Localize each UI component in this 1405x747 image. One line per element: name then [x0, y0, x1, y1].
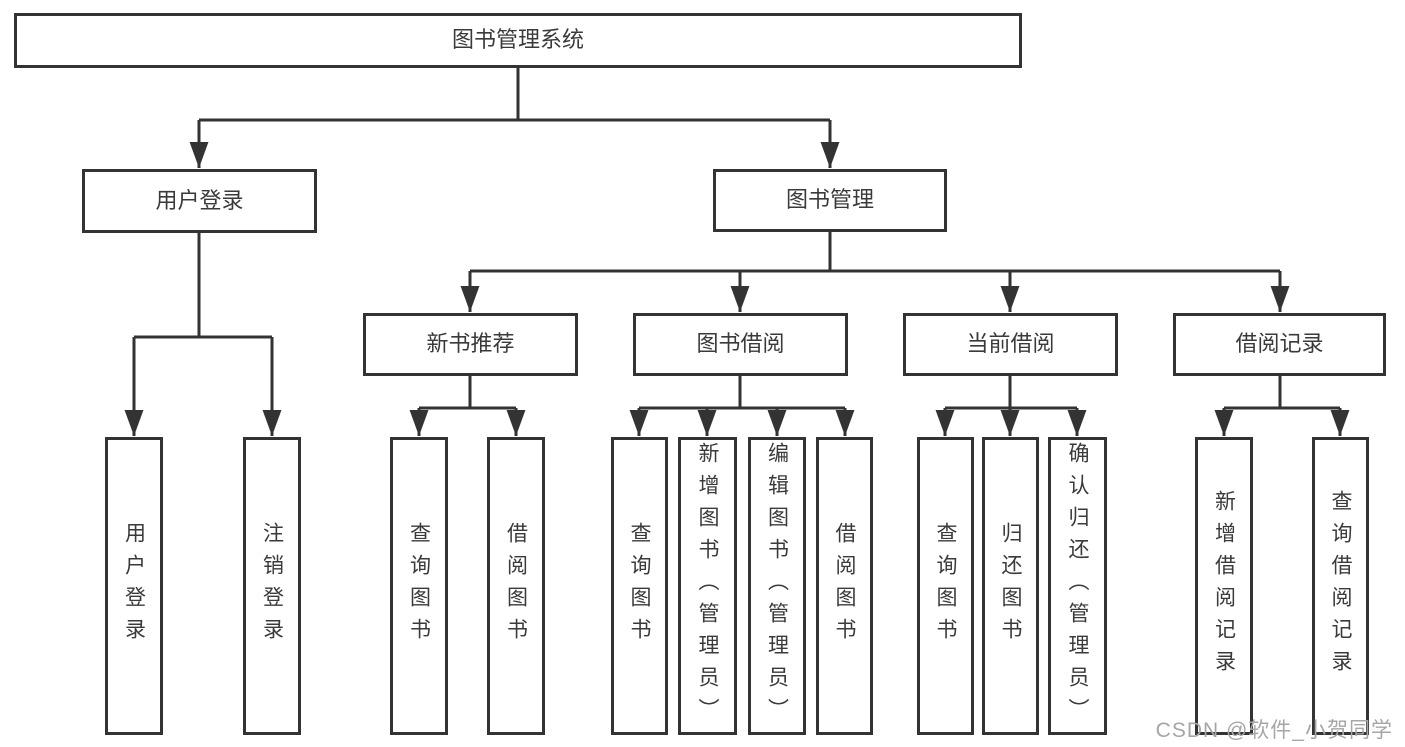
connector-book-management-to-sections	[460, 232, 1290, 312]
node-label: 查询图书	[628, 522, 651, 650]
node-label: 新增借阅记录	[1212, 490, 1236, 682]
node-current-borrow: 当前借阅	[903, 313, 1118, 376]
node-confirm-return-admin-leaf: 确认归还（管理员）	[1048, 437, 1107, 735]
node-search-books-leaf: 查询图书	[390, 437, 448, 735]
node-book-management-branch: 图书管理	[713, 169, 947, 232]
node-label: 借阅图书	[833, 522, 856, 650]
node-label: 查询图书	[407, 522, 431, 650]
connector-user-login-to-leaves	[124, 233, 282, 436]
node-search-books-leaf: 查询图书	[917, 437, 974, 735]
node-label: 新书推荐	[426, 331, 515, 357]
node-book-borrow: 图书借阅	[633, 313, 848, 376]
node-add-borrow-record-leaf: 新增借阅记录	[1195, 437, 1253, 735]
node-new-book-recommend: 新书推荐	[363, 313, 578, 376]
node-user-login-leaf: 用户登录	[105, 437, 163, 735]
node-label: 图书管理系统	[451, 27, 584, 53]
node-borrow-record: 借阅记录	[1173, 313, 1386, 376]
node-borrow-books-leaf: 借阅图书	[487, 437, 545, 735]
connector-borrow-record-to-leaves	[1214, 376, 1350, 436]
node-search-borrow-record-leaf: 查询借阅记录	[1312, 437, 1369, 735]
node-search-books-leaf: 查询图书	[611, 437, 668, 735]
node-label: 用户登录	[155, 187, 244, 213]
node-user-login-branch: 用户登录	[82, 169, 317, 233]
csdn-watermark: CSDN @软件_小贺同学	[1155, 719, 1393, 742]
node-label: 当前借阅	[966, 331, 1055, 357]
node-edit-books-admin-leaf: 编辑图书（管理员）	[748, 437, 806, 735]
node-logout-leaf: 注销登录	[243, 437, 301, 735]
connector-book-borrow-to-leaves	[629, 376, 855, 436]
node-library-management-system: 图书管理系统	[14, 13, 1022, 68]
node-label: 借阅图书	[504, 522, 528, 650]
node-label: 图书管理	[785, 187, 874, 213]
node-label: 注销登录	[260, 522, 284, 650]
connector-new-book-recommend-to-leaves	[409, 376, 526, 436]
connector-root-to-branches	[189, 68, 840, 168]
node-label: 编辑图书（管理员）	[765, 442, 789, 730]
node-label: 查询图书	[934, 522, 957, 650]
node-label: 新增图书（管理员）	[696, 442, 719, 730]
node-label: 借阅记录	[1235, 331, 1324, 357]
node-label: 确认归还（管理员）	[1066, 442, 1089, 730]
node-label: 图书借阅	[696, 331, 785, 357]
connector-current-borrow-to-leaves	[935, 376, 1087, 436]
node-label: 用户登录	[122, 522, 146, 650]
node-add-books-admin-leaf: 新增图书（管理员）	[678, 437, 737, 735]
node-label: 查询借阅记录	[1329, 490, 1352, 682]
node-label: 归还图书	[999, 522, 1022, 650]
node-borrow-books-leaf: 借阅图书	[816, 437, 873, 735]
node-return-books-leaf: 归还图书	[982, 437, 1039, 735]
